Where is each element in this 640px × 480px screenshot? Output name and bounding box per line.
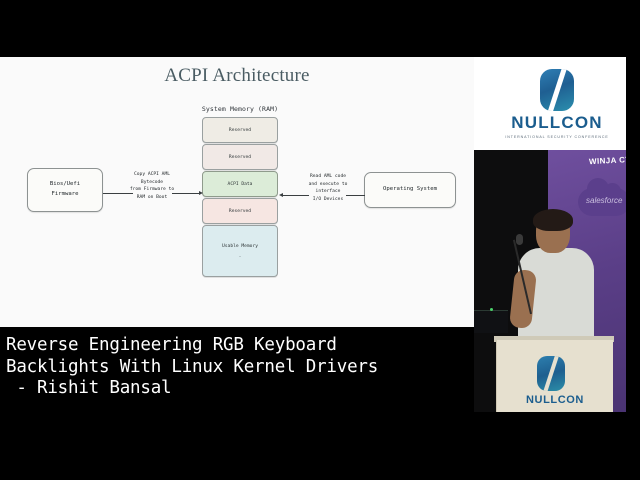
- memory-diagram-header: System Memory (RAM): [201, 105, 279, 113]
- memory-block-reserved-top: Reserved: [202, 117, 278, 143]
- diagram-node-operating-system: Operating System: [364, 172, 456, 208]
- slide-title: ACPI Architecture: [164, 65, 310, 86]
- salesforce-wordmark: salesforce: [586, 196, 623, 205]
- podium: NULLCON: [496, 340, 613, 412]
- memory-block-usable-memory: Usable Memory .: [202, 225, 278, 277]
- salesforce-cloud-icon: salesforce: [578, 178, 632, 222]
- system-memory-stack: Reserved Reserved ACPI Data Reserved Usa…: [202, 117, 278, 278]
- memory-block-reserved-third: Reserved: [202, 198, 278, 224]
- arrow-into-operating-system: [346, 195, 365, 196]
- caption-line-3: - Rishit Bansal: [6, 378, 172, 399]
- memory-block-label: ACPI Data: [227, 181, 253, 187]
- memory-block-reserved-second: Reserved: [202, 144, 278, 170]
- arrow-label-copy-acpi-aml: Copy ACPI AML Bytecode from Firmware to …: [129, 172, 175, 200]
- right-black-strip: [626, 57, 640, 412]
- podium-nullcon-logo-icon: [537, 356, 565, 391]
- memory-block-label: Reserved: [228, 208, 252, 214]
- talk-title-caption: Reverse Engineering RGB Keyboard Backlig…: [0, 327, 474, 412]
- caption-line-2: Backlights With Linux Kernel Drivers: [6, 356, 379, 377]
- status-led-icon: [490, 308, 493, 311]
- memory-block-label: Reserved: [228, 154, 252, 160]
- diagram-node-bios-uefi-firmware: Bios/Uefi Firmware: [27, 168, 103, 212]
- microphone-icon: [516, 234, 523, 245]
- podium-nullcon-wordmark: NULLCON: [526, 394, 584, 406]
- presentation-slide: ACPI Architecture System Memory (RAM) Re…: [0, 57, 474, 327]
- laptop-on-table: [474, 310, 508, 333]
- speaker-person: [509, 209, 594, 344]
- nullcon-logo-panel: NULLCON INTERNATIONAL SECURITY CONFERENC…: [474, 57, 640, 150]
- memory-block-acpi-data: ACPI Data: [202, 171, 278, 197]
- memory-block-label: Usable Memory: [222, 243, 258, 249]
- letterbox-top: [0, 0, 640, 57]
- arrow-from-memory: [281, 195, 309, 196]
- memory-block-continuation-mark: .: [238, 253, 242, 259]
- arrow-into-memory: [172, 193, 201, 194]
- caption-line-1: Reverse Engineering RGB Keyboard: [6, 335, 337, 355]
- arrow-firmware-out: [103, 193, 133, 194]
- nullcon-wordmark: NULLCON: [511, 112, 603, 132]
- podium-top-surface: [494, 336, 614, 342]
- nullcon-logo-icon: [540, 68, 574, 111]
- speaker-camera-pane: NULLCON INTERNATIONAL SECURITY CONFERENC…: [474, 57, 640, 412]
- nullcon-tagline: INTERNATIONAL SECURITY CONFERENCE: [505, 134, 609, 139]
- stage-photo: WINJA CTF salesforce NULLCON: [474, 150, 640, 412]
- arrowhead-left-icon: [279, 192, 283, 197]
- letterbox-bottom: [0, 412, 640, 480]
- memory-block-label: Reserved: [228, 127, 252, 133]
- arrowhead-right-icon: [199, 190, 203, 195]
- speaker-hair: [533, 209, 573, 231]
- arrow-label-read-aml-code: Read AML code and execute to interface I…: [308, 174, 348, 202]
